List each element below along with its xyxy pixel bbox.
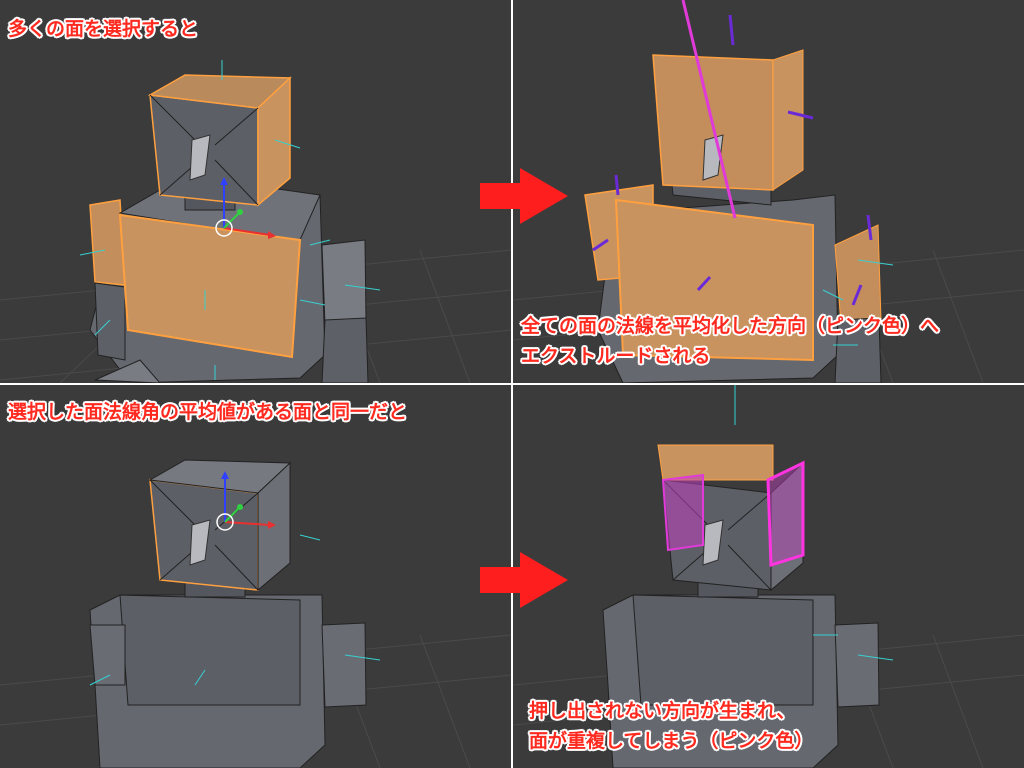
viewport-render bbox=[513, 0, 1024, 383]
viewport-render bbox=[513, 385, 1024, 768]
caption-bottom-right-line2: 面が重複してしまう（ピンク色） bbox=[529, 730, 814, 752]
viewport-render bbox=[0, 459, 511, 768]
panel-duplicate-faces: 押し出されない方向が生まれ、 面が重複してしまう（ピンク色） bbox=[513, 385, 1024, 768]
panel-many-faces-selected: 多くの面を選択すると bbox=[0, 0, 511, 383]
duplicate-face-right bbox=[766, 460, 805, 568]
duplicate-face-left bbox=[661, 473, 704, 552]
transform-gizmo-icon bbox=[216, 471, 276, 531]
transform-gizmo-icon bbox=[215, 177, 276, 239]
panel-extrude-average-normal: 全ての面の法線を平均化した方向（ピンク色）へ エクストルードされる bbox=[513, 0, 1024, 383]
divider-horizontal bbox=[0, 383, 1024, 385]
panel-same-as-average-normal: 選択した面法線角の平均値がある面と同一だと bbox=[0, 385, 511, 768]
caption-top-left: 多くの面を選択すると bbox=[8, 18, 199, 40]
average-normal-line bbox=[681, 0, 737, 219]
caption-bottom-left: 選択した面法線角の平均値がある面と同一だと bbox=[8, 401, 408, 423]
caption-bottom-right-line1: 押し出されない方向が生まれ、 bbox=[529, 700, 796, 722]
viewport-render bbox=[0, 60, 511, 383]
right-arrow-icon bbox=[480, 552, 568, 608]
caption-top-right-line2: エクストルードされる bbox=[521, 345, 711, 367]
right-arrow-icon bbox=[480, 168, 568, 224]
caption-top-right-line1: 全ての面の法線を平均化した方向（ピンク色）へ bbox=[521, 315, 940, 337]
